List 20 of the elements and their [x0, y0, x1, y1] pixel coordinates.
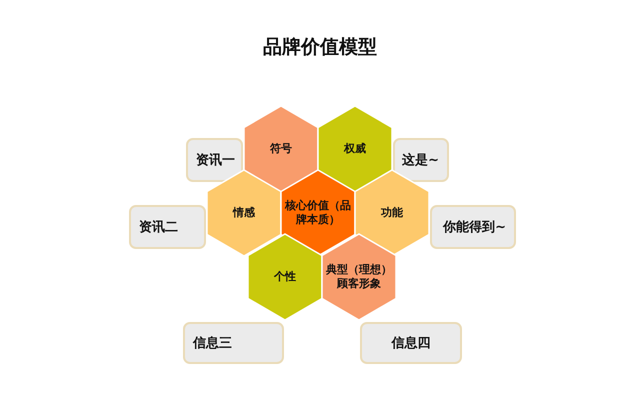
card-text: 资讯一	[196, 152, 235, 169]
card-text: 信息四	[392, 335, 430, 352]
hexagon-label: 权威	[342, 142, 367, 156]
info-card	[183, 322, 284, 364]
hexagon-label: 情感	[232, 206, 256, 220]
info-card	[186, 138, 243, 182]
card-text: 你能得到~	[443, 219, 506, 236]
card-text: 资讯二	[139, 219, 178, 236]
info-card	[129, 205, 206, 249]
card-text: 信息三	[193, 335, 232, 352]
info-card	[393, 138, 449, 182]
info-card	[430, 205, 516, 249]
hexagon-label: 个性	[272, 270, 297, 284]
info-card	[360, 322, 462, 364]
card-text: 这是~	[402, 152, 439, 169]
hexagon-label: 典型（理想）顾客形象	[325, 263, 393, 291]
hexagon-label: 核心价值（品牌本质）	[284, 199, 352, 227]
diagram-title: 品牌价值模型	[262, 35, 378, 60]
hexagon-label: 功能	[380, 206, 404, 220]
hexagon-label: 符号	[269, 142, 293, 156]
